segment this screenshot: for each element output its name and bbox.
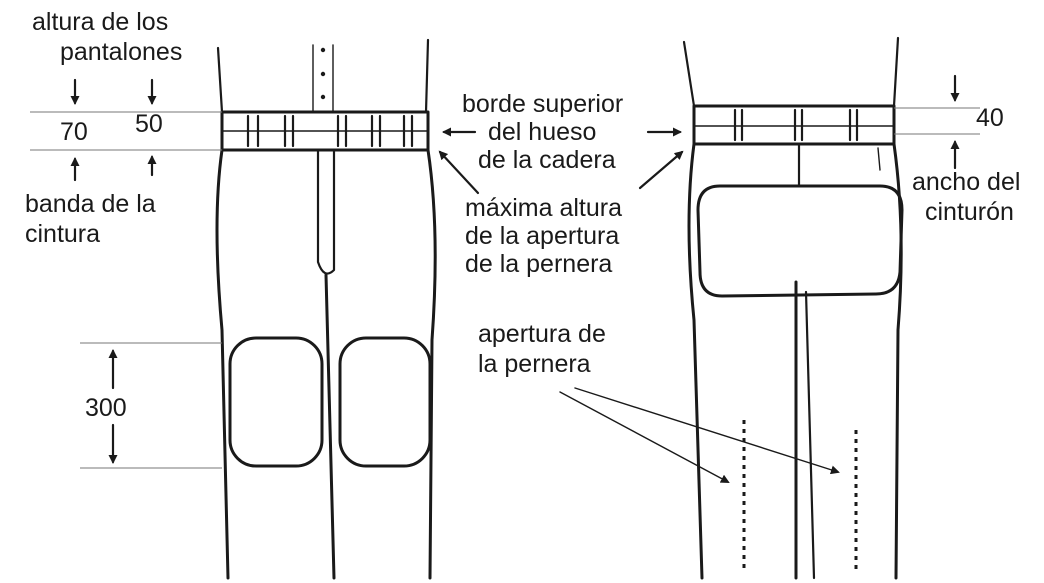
hip-bone-label-line3: de la cadera xyxy=(478,146,616,174)
front-right-leg-outer xyxy=(426,148,437,580)
waistband-label-line1: banda de la xyxy=(25,190,156,218)
pants-height-label-line1: altura de los xyxy=(32,8,168,36)
pants-height-label-line2: pantalones xyxy=(60,38,182,66)
back-seat-patch xyxy=(696,184,904,298)
front-shirt-placket xyxy=(312,44,334,113)
dim-70-arrows xyxy=(70,78,157,182)
belt-width-label-line2: cinturón xyxy=(925,198,1014,226)
back-torso-right-line xyxy=(892,36,900,108)
front-left-leg-outer xyxy=(215,148,230,580)
dim-300-label: 300 xyxy=(85,394,127,422)
leg-opening-max-label-line3: de la pernera xyxy=(465,250,612,278)
dim-40-label: 40 xyxy=(976,104,1004,132)
front-fly xyxy=(316,148,336,275)
front-inseam xyxy=(324,273,336,580)
back-side-dart xyxy=(877,147,881,171)
leg-opening-max-label-line2: de la apertura xyxy=(465,222,619,250)
leg-opening-max-arrows xyxy=(438,150,684,195)
front-dimension-guides xyxy=(30,111,222,469)
hip-bone-label-line2: del hueso xyxy=(488,118,596,146)
back-inseam-right xyxy=(804,290,816,580)
leg-opening-max-label-line1: máxima altura xyxy=(465,194,622,222)
front-shirt-buttons xyxy=(320,47,326,100)
back-left-leg-outer xyxy=(687,142,704,580)
back-dimension-guides xyxy=(894,107,980,135)
dim-50-label: 50 xyxy=(135,110,163,138)
leg-opening-label-line1: apertura de xyxy=(478,320,606,348)
waistband-label-line2: cintura xyxy=(25,220,100,248)
dim-70-label: 70 xyxy=(60,118,88,146)
front-left-knee-pad xyxy=(228,336,324,468)
front-view-pants xyxy=(215,38,437,580)
back-view-pants xyxy=(682,36,904,580)
back-waistband xyxy=(692,104,896,146)
back-right-leg-outer xyxy=(892,142,903,580)
front-torso-right-line xyxy=(424,38,430,114)
front-torso-left-line xyxy=(216,46,224,114)
front-belt-loops xyxy=(246,114,414,148)
belt-width-label-line1: ancho del xyxy=(912,168,1020,196)
back-belt-loops xyxy=(733,108,859,142)
back-torso-left-line xyxy=(682,40,696,108)
hip-bone-label-line1: borde superior xyxy=(462,90,623,118)
front-right-knee-pad xyxy=(338,336,432,468)
leg-opening-label-line2: la pernera xyxy=(478,350,591,378)
